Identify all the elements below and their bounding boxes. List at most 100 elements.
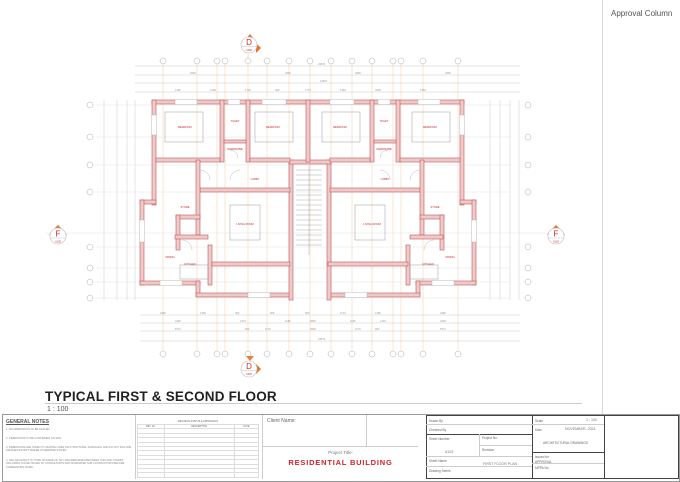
svg-text:4448: 4448 — [175, 319, 181, 323]
section-marker-left: F A105 — [49, 225, 67, 245]
svg-text:LIVING ROOM: LIVING ROOM — [236, 222, 253, 226]
general-notes-title: GENERAL NOTES — [6, 419, 49, 425]
drawing-type: ARCHITECTURAL DRAWINGS — [543, 441, 588, 445]
drawing-series-label: Drawing Series — [429, 469, 451, 473]
svg-text:LOBBY: LOBBY — [251, 177, 260, 181]
svg-text:8772: 8772 — [175, 327, 181, 331]
svg-text:1200: 1200 — [210, 88, 216, 92]
tb-rule — [426, 456, 532, 457]
view-scale: 1 : 100 — [47, 406, 69, 413]
revision-title: REVISION STATUS & APPROVALS — [177, 420, 218, 423]
svg-text:900: 900 — [305, 311, 310, 315]
svg-text:3900: 3900 — [310, 327, 316, 331]
svg-text:1180: 1180 — [350, 319, 356, 323]
client-divider — [366, 415, 367, 446]
svg-text:DINING: DINING — [445, 255, 454, 259]
title-block-divider — [604, 415, 605, 479]
svg-text:900: 900 — [375, 327, 380, 331]
svg-text:A105: A105 — [553, 241, 559, 244]
svg-text:WARDROBE: WARDROBE — [227, 147, 242, 151]
project-no-label: Project No. — [482, 436, 498, 440]
svg-text:3900: 3900 — [190, 71, 196, 75]
svg-text:DINING: DINING — [165, 255, 174, 259]
sheet-name: FIRST FLOOR PLAN — [483, 462, 518, 466]
svg-text:F: F — [56, 230, 61, 239]
svg-text:BEDROOM: BEDROOM — [178, 125, 191, 129]
general-note: 1. NO DIMENSIONS TO BE SCALED. — [6, 428, 51, 431]
title-block — [426, 415, 679, 479]
date-label: Date — [535, 428, 542, 432]
tb-rule — [532, 452, 604, 453]
tb-rule — [479, 445, 532, 446]
scale-value: 1 : 100 — [586, 418, 597, 422]
svg-text:1170: 1170 — [340, 311, 346, 315]
revision-label: Revision — [482, 448, 495, 452]
svg-text:3900: 3900 — [355, 71, 361, 75]
general-note: 2. DIMENSIONS TO BE CONFIRMED ON SITE. — [6, 437, 62, 440]
svg-text:2120: 2120 — [380, 319, 386, 323]
section-marker-right: F A105 — [547, 225, 565, 245]
svg-text:24570: 24570 — [318, 62, 326, 66]
svg-text:1450: 1450 — [175, 88, 181, 92]
floor-plan-drawing: 3900 3900 3900 3900 12870 24570 1450 1200 1720… — [45, 34, 565, 378]
section-marker-bottom: D A106 — [240, 356, 261, 378]
svg-text:WARDROBE: WARDROBE — [376, 147, 391, 151]
svg-text:A105: A105 — [55, 241, 61, 244]
checked-by-label: Checked By — [429, 428, 447, 432]
svg-text:3900: 3900 — [445, 71, 451, 75]
revision-panel — [135, 415, 263, 479]
svg-text:12870: 12870 — [320, 79, 328, 83]
svg-text:A106: A106 — [246, 373, 252, 376]
view-title-underline — [45, 403, 582, 404]
svg-text:1180: 1180 — [285, 319, 291, 323]
svg-text:2170: 2170 — [240, 319, 246, 323]
svg-text:3000: 3000 — [375, 88, 381, 92]
svg-text:TOILET: TOILET — [379, 119, 388, 123]
svg-text:LIVING ROOM: LIVING ROOM — [363, 222, 380, 226]
svg-text:900: 900 — [275, 88, 280, 92]
svg-text:2380: 2380 — [440, 311, 446, 315]
client-panel — [263, 415, 418, 479]
svg-text:8772: 8772 — [440, 327, 446, 331]
svg-text:900: 900 — [245, 327, 250, 331]
tb-rule — [426, 466, 532, 467]
svg-text:F: F — [554, 230, 559, 239]
view-title: TYPICAL FIRST & SECOND FLOOR — [45, 389, 277, 404]
sheet-number: A103 — [445, 450, 454, 454]
svg-text:D: D — [246, 38, 252, 47]
svg-text:BEDROOM: BEDROOM — [266, 125, 279, 129]
svg-text:1170: 1170 — [265, 327, 271, 331]
revision-table: REV. No. DESCRIPTION DATE — [137, 423, 260, 478]
scale-label: Scale — [535, 419, 543, 423]
title-block-divider — [532, 415, 533, 479]
sheet-number-label: Sheet Number — [429, 437, 450, 441]
svg-text:1170: 1170 — [355, 327, 361, 331]
sheet-name-label: Sheet Name — [429, 459, 447, 463]
svg-text:1350: 1350 — [375, 311, 381, 315]
svg-text:24570: 24570 — [318, 337, 326, 341]
svg-text:2380: 2380 — [160, 311, 166, 315]
tb-rule — [532, 463, 604, 464]
issued-for-label: Issued for — [535, 455, 549, 459]
general-note: 3. DIMENSIONS ARE TAKEN TO CENTRE LINES … — [6, 446, 132, 453]
mppa-label: MPPA No. — [535, 466, 550, 470]
svg-text:STORE: STORE — [431, 205, 440, 209]
approval-column — [602, 0, 680, 415]
svg-text:D: D — [246, 362, 252, 371]
project-title-label: Project Title: — [328, 450, 353, 455]
section-marker-top: D A106 — [240, 34, 261, 54]
svg-text:1770: 1770 — [305, 88, 311, 92]
svg-text:LOBBY: LOBBY — [381, 177, 390, 181]
svg-text:KITCHEN: KITCHEN — [422, 262, 434, 266]
svg-text:1450: 1450 — [420, 88, 426, 92]
svg-text:3900: 3900 — [285, 71, 291, 75]
approval-column-title: Approval Column — [611, 9, 673, 18]
date-value: NOVEMBER, 2024 — [565, 427, 596, 431]
svg-text:905: 905 — [270, 311, 275, 315]
client-name-label: Client Name: — [267, 418, 296, 424]
issued-for-value: APPROVAL — [535, 460, 552, 464]
svg-text:TOILET: TOILET — [230, 119, 239, 123]
svg-text:KITCHEN: KITCHEN — [184, 262, 196, 266]
svg-text:1720: 1720 — [245, 88, 251, 92]
